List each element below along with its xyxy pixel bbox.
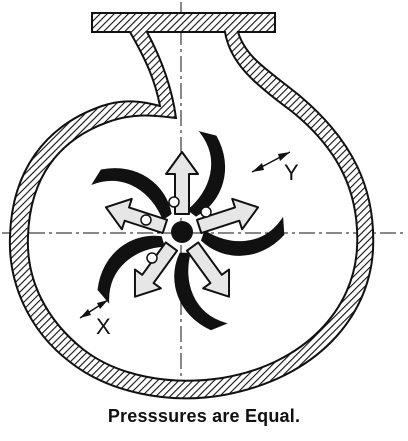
dimension-x: X: [80, 300, 111, 339]
label-y: Y: [284, 160, 299, 185]
centrifugal-pump-diagram: Y X: [0, 0, 408, 400]
impeller-eye-hole-1: [169, 197, 179, 207]
impeller-eye-hole-4: [201, 207, 211, 217]
diagram-caption: Presssures are Equal.: [0, 406, 408, 427]
impeller-hub: [171, 221, 193, 243]
impeller-eye-hole-2: [141, 215, 151, 225]
impeller: [89, 132, 291, 338]
label-x: X: [96, 314, 111, 339]
impeller-eye-hole-3: [147, 253, 157, 263]
dimension-y: Y: [252, 152, 299, 185]
volute-casing: [10, 13, 373, 398]
